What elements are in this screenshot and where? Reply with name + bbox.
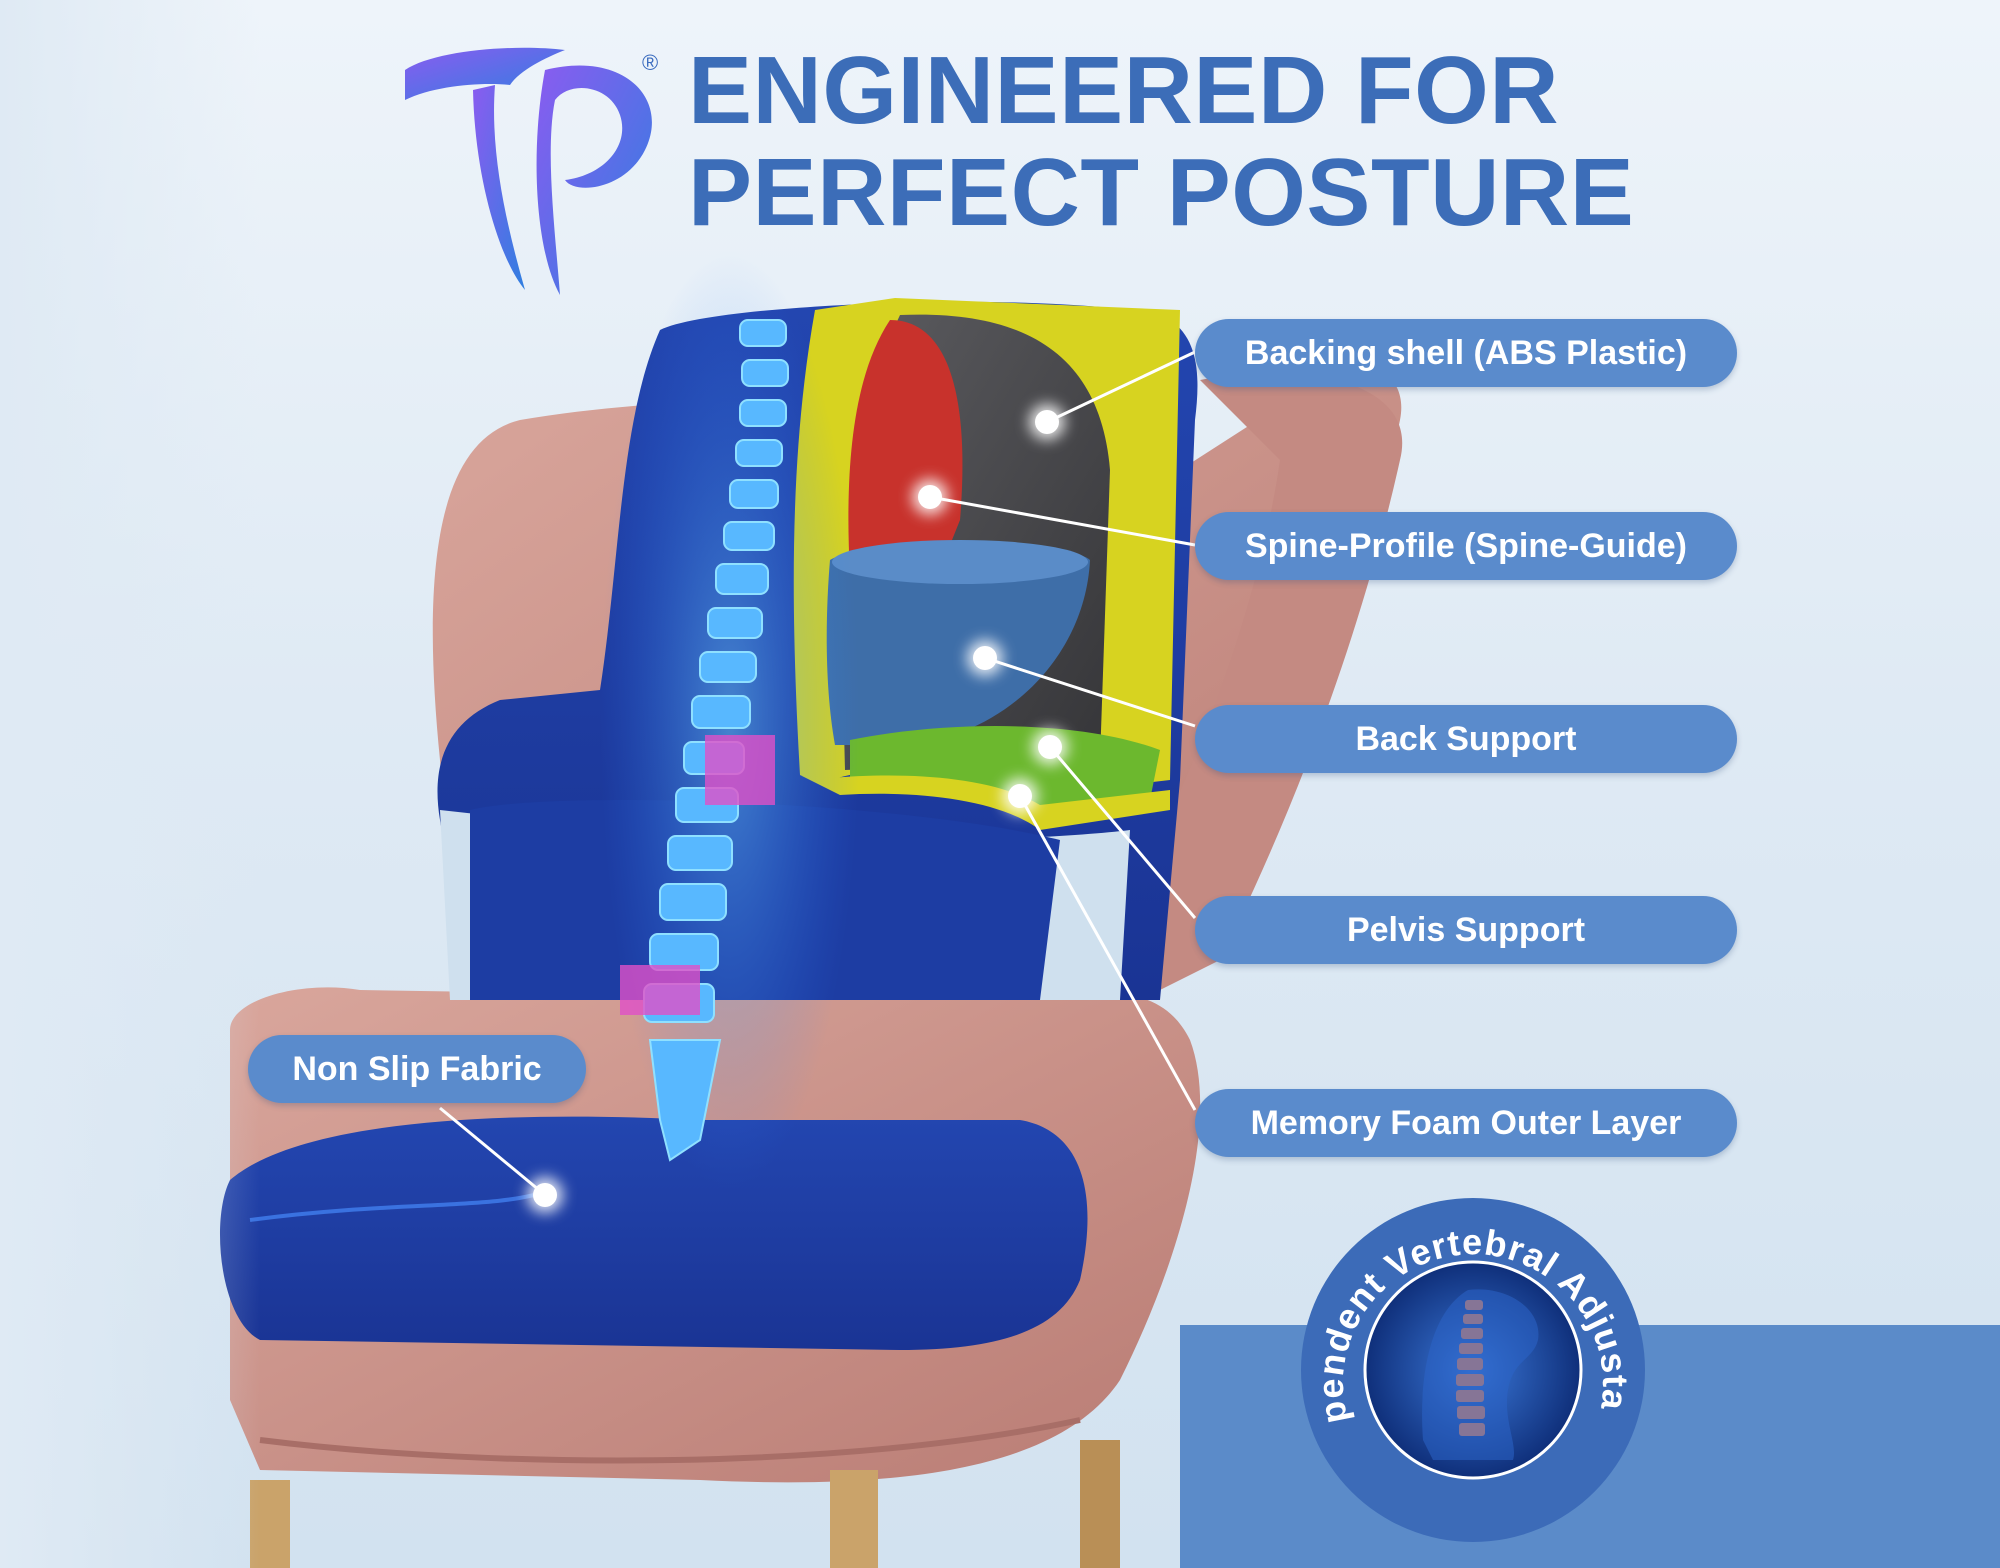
marker-dot-shell xyxy=(1035,410,1059,434)
cushion-seat xyxy=(220,1116,1088,1350)
callout-memory-foam: Memory Foam Outer Layer xyxy=(1195,1089,1737,1157)
marker-dot-spine-guide xyxy=(918,485,942,509)
marker-dot-memory-foam xyxy=(1008,784,1032,808)
cutaway-foam-rim xyxy=(800,775,1170,830)
brand-logo xyxy=(405,47,652,295)
marker-dot-pelvis-support xyxy=(1038,735,1062,759)
callout-pelvis-support: Pelvis Support xyxy=(1195,896,1737,964)
spine-highlight-lower xyxy=(620,965,700,1015)
callout-non-slip-fabric: Non Slip Fabric xyxy=(248,1035,586,1103)
badge-torso-icon xyxy=(1422,1289,1539,1460)
vertebral-adjustability-badge: Independent Vertebral Adjustability xyxy=(1293,1190,1645,1542)
headline-line-1: ENGINEERED FOR xyxy=(688,37,1560,144)
cutaway-spine-guide xyxy=(848,320,963,575)
callout-spine-profile: Spine-Profile (Spine-Guide) xyxy=(1195,512,1737,580)
callout-back-support: Back Support xyxy=(1195,705,1737,773)
marker-dot-non-slip-fabric xyxy=(533,1183,557,1207)
callout-backing-shell: Backing shell (ABS Plastic) xyxy=(1195,319,1737,387)
chair-leg-right xyxy=(1080,1440,1120,1568)
headline-line-2: PERFECT POSTURE xyxy=(688,139,1635,246)
callout-connector-lines xyxy=(439,350,1197,1197)
cushion-seat-seam xyxy=(249,1188,551,1222)
headline: ENGINEERED FOR PERFECT POSTURE xyxy=(688,40,1634,244)
cutaway-back-support-rim xyxy=(832,540,1088,584)
chair-seat-piping xyxy=(259,1417,1081,1464)
spine-highlight-upper xyxy=(705,735,775,805)
registered-mark: ® xyxy=(642,50,659,75)
chair-leg-middle xyxy=(830,1470,878,1568)
cutaway-pelvis-support xyxy=(850,726,1160,815)
marker-dot-back-support xyxy=(973,646,997,670)
cutaway-back-support xyxy=(826,545,1090,745)
